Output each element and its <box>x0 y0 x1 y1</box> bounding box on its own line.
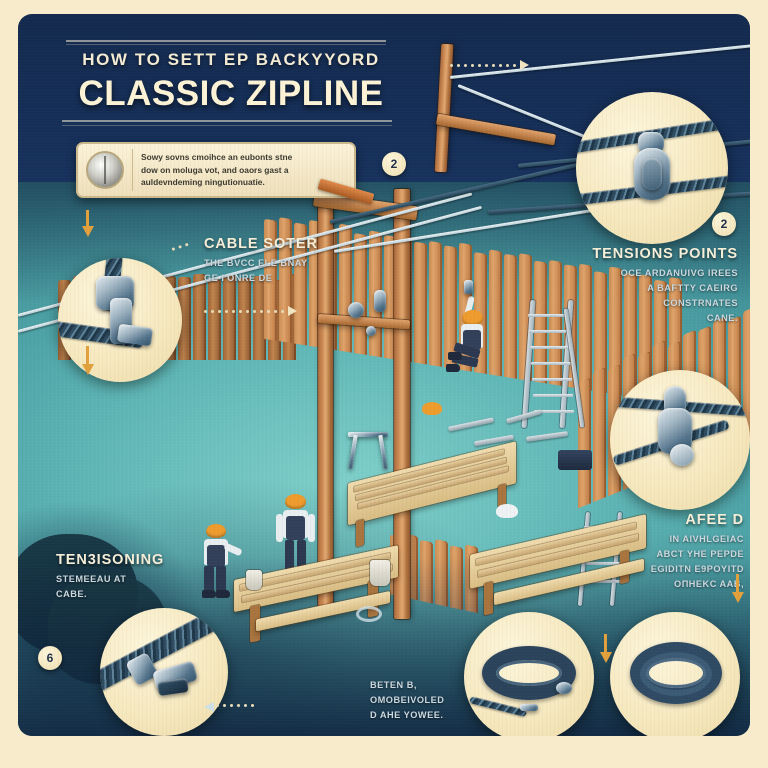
arrow-down-stem <box>604 634 607 654</box>
arrowhead-icon <box>288 306 297 316</box>
callout-subtext: THE BVCC ELE BNAY GE I'ONRE DE <box>204 256 318 286</box>
inset-coil-bottom-right <box>610 612 740 736</box>
callout-afee-d: AFEE D IN AIVHLGEIAC ABCT YHE PEPDE EGID… <box>616 512 744 592</box>
callout-heading: CABLE SOTER <box>204 236 318 252</box>
title-rule-top-thin <box>66 44 386 45</box>
badge-top-right[interactable]: 2 <box>712 212 736 236</box>
callout-subline: CABE. <box>56 588 88 599</box>
arrow-down-icon <box>82 226 94 237</box>
dotted-arrow-bottom-left <box>216 704 254 707</box>
rider-trolley <box>464 280 473 294</box>
cable-hardware-shackle <box>366 326 376 336</box>
callout-subline: CONSTRNATES <box>663 297 738 308</box>
callout-heading: TENSIONS POINTS <box>592 246 738 262</box>
title-rule-bottom-thin <box>62 125 392 126</box>
info-card-line: Sowy sovns cmoihce an eubonts stne <box>141 151 293 162</box>
card-divider <box>132 149 133 191</box>
rider-helmet <box>462 310 483 326</box>
gauge-dial-icon <box>86 151 124 189</box>
arrow-down-icon <box>732 592 744 603</box>
paint-bucket <box>370 560 390 586</box>
inset-cable-grip-bottom-left <box>100 608 228 736</box>
hard-hat-prop-white <box>496 504 518 518</box>
info-card-line: dow on moluga vot, and oaors gast a <box>141 164 289 175</box>
callout-subline: A BAFTTY CAEIRG <box>647 282 738 293</box>
title-rule-top <box>66 40 386 42</box>
callout-subline: GE I'ONRE DE <box>204 272 273 283</box>
arrow-down-stem <box>86 346 89 366</box>
callout-heading: TEN3ISONING <box>56 552 165 568</box>
callout-tensions-points: TENSIONS POINTS OCE ARDANUIVG IREES A BA… <box>562 246 738 326</box>
callout-subline: D AHE YOWEE. <box>370 709 444 720</box>
cable-hardware-clamp <box>348 302 364 318</box>
wooden-post-main-left <box>318 204 333 614</box>
callout-subline: EGIDITN E9POYITD <box>650 563 744 574</box>
callout-subtext: OCE ARDANUIVG IREES A BAFTTY CAEIRG CONS… <box>562 266 738 326</box>
callout-bottom-note: BETEN B, OMOBEIVOLED D AHE YOWEE. <box>370 678 444 723</box>
worker-kneeling <box>196 524 243 604</box>
info-card[interactable]: Sowy sovns cmoihce an eubonts stne dow o… <box>76 142 356 198</box>
callout-subline: CANE. <box>706 312 738 323</box>
arrow-down-stem <box>736 574 739 594</box>
arrow-down-icon <box>82 364 94 375</box>
callout-subtext: IN AIVHLGEIAC ABCT YHE PEPDE EGIDITN E9P… <box>616 532 744 592</box>
arrow-left-icon <box>204 702 214 712</box>
callout-subline: OCE ARDANUIVG IREES <box>620 268 738 278</box>
callout-subline: ABCT YHE PEPDE <box>656 548 744 559</box>
callout-subline: OПHEKC AAB, <box>674 578 744 589</box>
worker-helmet <box>285 494 306 509</box>
hard-hat-prop <box>422 402 442 415</box>
callout-subline: OMOBEIVOLED <box>370 694 445 705</box>
folding-stool <box>348 432 388 472</box>
cable-hardware-turnbuckle <box>374 290 386 312</box>
poster-kicker: HOW TO SETT EP BACKYYORD <box>82 50 380 69</box>
step-ladder <box>521 299 588 430</box>
inset-clamp-left <box>58 258 182 382</box>
inset-coil-bottom-center <box>464 612 594 736</box>
inset-turnbuckle-right <box>610 370 750 510</box>
arrowhead-icon <box>520 60 529 70</box>
poster-panel: HOW TO SETT EP BACKYYORD CLASSIC ZIPLINE… <box>18 14 750 736</box>
toolbox <box>558 450 592 470</box>
info-card-text: Sowy sovns cmoihce an eubonts stne dow o… <box>141 151 292 189</box>
badge-bottom-left[interactable]: 6 <box>38 646 62 670</box>
arrow-down-icon <box>600 652 612 663</box>
zipline-rider <box>446 290 496 386</box>
inset-pulley-top-right <box>576 92 728 244</box>
coiled-rope-prop <box>356 606 382 622</box>
callout-subtext: BETEN B, OMOBEIVOLED D AHE YOWEE. <box>370 678 444 723</box>
poster-title: CLASSIC ZIPLINE <box>78 74 384 113</box>
dotted-arrow-top <box>450 60 529 70</box>
paint-bucket-small <box>246 570 262 590</box>
callout-subline: STEMEEAU AT <box>56 574 127 584</box>
callout-subline: THE BVCC ELE BNAY <box>204 258 308 268</box>
worker-helmet <box>206 524 226 538</box>
info-card-line: auldevndeming ningutionuatie. <box>141 177 265 188</box>
arrow-down-stem <box>86 210 89 228</box>
callout-heading: AFEE D <box>685 512 744 528</box>
callout-subline: IN AIVHLGEIAC <box>669 534 744 544</box>
dotted-arrow-cable-soter <box>204 306 297 316</box>
callout-subtext: STEMEEAU AT CABE. <box>56 572 164 602</box>
callout-tensioning: TEN3ISONING STEMEEAU AT CABE. <box>56 552 164 602</box>
badge-top-center[interactable]: 2 <box>382 152 406 176</box>
callout-subline: BETEN B, <box>370 680 417 690</box>
callout-cable-soter: CABLE SOTER THE BVCC ELE BNAY GE I'ONRE … <box>204 236 318 286</box>
title-rule-bottom <box>62 120 392 122</box>
